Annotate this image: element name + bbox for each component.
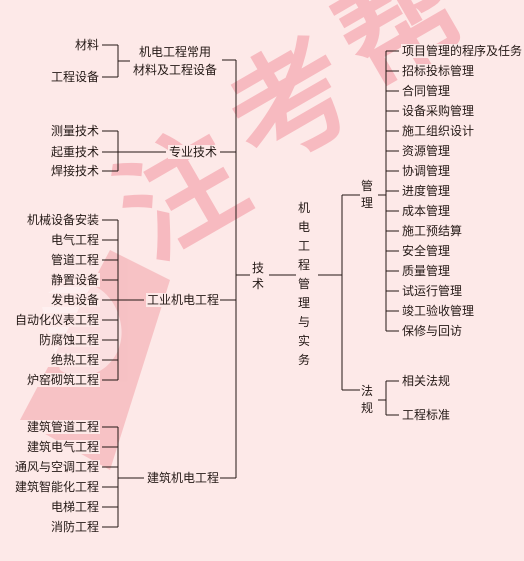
management-item: 协调管理 <box>401 164 452 178</box>
management-item: 质量管理 <box>401 264 452 278</box>
management-item: 资源管理 <box>401 144 452 158</box>
management-item: 招标投标管理 <box>401 64 476 78</box>
management-item: 合同管理 <box>401 84 452 98</box>
group-building-label: 建筑机电工程 <box>146 471 221 485</box>
industrial-item: 发电设备 <box>6 293 100 307</box>
regulations-item: 相关法规 <box>401 374 452 388</box>
building-item: 建筑智能化工程 <box>6 480 100 494</box>
professional-item: 测量技术 <box>30 124 100 138</box>
materials-item: 工程设备 <box>40 70 100 84</box>
management-item: 项目管理的程序及任务 <box>401 44 524 58</box>
group-materials-label-line1: 机电工程常用 <box>138 45 213 59</box>
materials-item: 材料 <box>40 38 100 52</box>
building-item: 建筑电气工程 <box>6 440 100 454</box>
building-item: 消防工程 <box>6 520 100 534</box>
professional-item: 焊接技术 <box>30 164 100 178</box>
industrial-item: 防腐蚀工程 <box>6 333 100 347</box>
management-item: 施工预结算 <box>401 224 464 238</box>
management-item: 成本管理 <box>401 204 452 218</box>
professional-item: 起重技术 <box>30 145 100 159</box>
industrial-item: 机械设备安装 <box>6 213 100 227</box>
industrial-item: 炉窑砌筑工程 <box>6 373 100 387</box>
management-item: 进度管理 <box>401 184 452 198</box>
group-materials-label-line2: 材料及工程设备 <box>132 63 219 77</box>
management-item: 设备采购管理 <box>401 104 476 118</box>
root-title: 机电工程管理与实务 <box>297 199 311 370</box>
industrial-item: 绝热工程 <box>6 353 100 367</box>
branch-management-label: 管理 <box>360 178 374 212</box>
industrial-item: 静置设备 <box>6 273 100 287</box>
industrial-item: 自动化仪表工程 <box>6 313 100 327</box>
building-item: 建筑管道工程 <box>6 420 100 434</box>
management-item: 保修与回访 <box>401 324 464 338</box>
management-item: 施工组织设计 <box>401 124 476 138</box>
management-item: 试运行管理 <box>401 284 464 298</box>
industrial-item: 管道工程 <box>6 253 100 267</box>
building-item: 通风与空调工程 <box>6 460 100 474</box>
group-industrial-label: 工业机电工程 <box>146 293 221 307</box>
management-item: 竣工验收管理 <box>401 304 476 318</box>
building-item: 电梯工程 <box>6 500 100 514</box>
management-item: 安全管理 <box>401 244 452 258</box>
regulations-item: 工程标准 <box>401 408 452 422</box>
branch-regulations-label: 法规 <box>360 383 374 417</box>
group-professional-label: 专业技术 <box>168 145 219 159</box>
industrial-item: 电气工程 <box>6 233 100 247</box>
branch-technology-label: 技术 <box>250 260 266 292</box>
